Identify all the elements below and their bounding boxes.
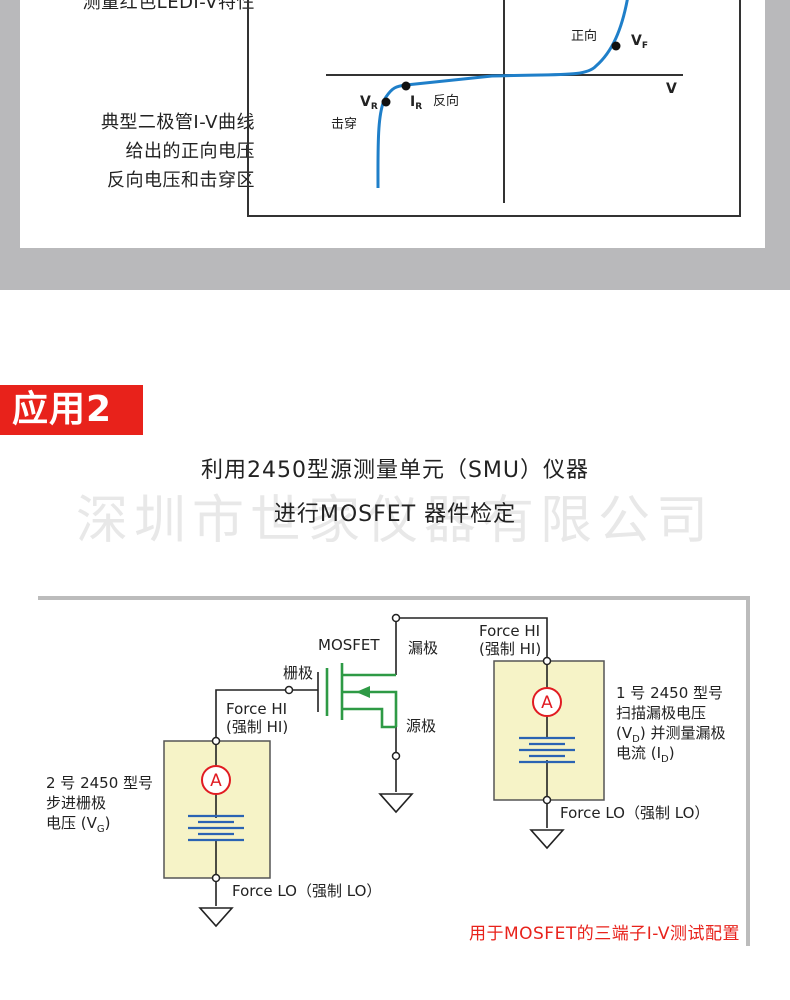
iv-diode-curve	[376, 0, 629, 189]
mosfet-arrow-icon	[356, 686, 370, 698]
left-force-hi-cn-label: (强制 HI)	[226, 718, 289, 736]
circuit-wires	[215, 617, 548, 906]
smu-2-desc-line-1: 2 号 2450 型号	[46, 774, 154, 792]
smu-1-desc-line-4: 电流 (ID)	[616, 744, 675, 765]
mosfet-test-diagram: A A	[163, 613, 605, 928]
reverse-label: 反向	[433, 93, 459, 109]
left-force-hi-label: Force HI	[226, 700, 288, 718]
smu-1-ground-icon	[529, 829, 565, 850]
smu-1-desc-line-1: 1 号 2450 型号	[616, 684, 724, 702]
iv-caption-line-1: 典型二极管I-V曲线	[100, 112, 255, 133]
smu-2-ammeter-icon	[201, 765, 231, 795]
iv-section-band: 测量红色LEDI-V特性 典型二极管I-V曲线 给出的正向电压 反向电压和击穿区…	[0, 0, 790, 290]
section-headline-line-2: 进行MOSFET 器件检定	[273, 502, 517, 527]
diagram-caption: 用于MOSFET的三端子I-V测试配置	[468, 924, 740, 944]
vr-label: VR	[360, 94, 378, 112]
smu-1-box	[493, 660, 605, 801]
smu-2-battery-icon	[188, 814, 244, 842]
smu-1-ammeter-icon	[532, 687, 562, 717]
smu-2-force-lo-label: Force LO（强制 LO）	[232, 882, 382, 900]
forward-label: 正向	[571, 28, 597, 44]
drain-label: 漏极	[408, 639, 439, 657]
iv-caption-line-3: 反向电压和击穿区	[107, 170, 255, 191]
section-headline-line-1: 利用2450型源测量单元（SMU）仪器	[200, 458, 590, 483]
right-force-hi-label: Force HI	[479, 622, 541, 640]
mosfet-label: MOSFET	[318, 636, 380, 654]
vr-point	[381, 97, 391, 107]
smu-2-ammeter-label: A	[210, 771, 222, 791]
iv-top-caption: 测量红色LEDI-V特性	[82, 0, 255, 13]
smu-2-box	[163, 740, 271, 879]
smu-1-force-lo-label: Force LO（强制 LO）	[560, 804, 710, 822]
mosfet-diagram-card: A A MOSFET 漏极 栅极 源极 Force HI (强制 HI) For…	[38, 596, 750, 946]
ir-point	[401, 81, 411, 91]
iv-plot-frame	[247, 0, 741, 217]
breakdown-label: 击穿	[331, 116, 357, 132]
source-label: 源极	[406, 717, 437, 735]
v-axis-label: V	[666, 81, 677, 97]
smu-2-desc-line-3: 电压 (VG)	[46, 814, 111, 835]
smu-2-ground-icon	[198, 907, 234, 928]
iv-caption-line-2: 给出的正向电压	[125, 141, 255, 162]
vf-label: VF	[631, 33, 648, 51]
source-ground-icon	[378, 793, 414, 814]
mosfet-symbol	[325, 663, 398, 729]
terminal-dots	[211, 613, 552, 883]
smu-2-desc-line-2: 步进栅极	[46, 794, 107, 812]
smu-1-desc-line-2: 扫描漏极电压	[616, 704, 707, 722]
vf-point	[611, 41, 621, 51]
ir-label: IR	[410, 94, 422, 112]
right-force-hi-cn-label: (强制 HI)	[479, 640, 542, 658]
smu-1-ammeter-label: A	[541, 693, 553, 713]
gate-label: 栅极	[283, 664, 314, 682]
smu-1-battery-icon	[519, 736, 575, 764]
application-2-badge: 应用2	[0, 385, 143, 435]
ground-symbols	[198, 793, 565, 928]
smu-1-desc-line-3: (VD) 并测量漏极	[616, 724, 726, 745]
iv-figure-card: 测量红色LEDI-V特性 典型二极管I-V曲线 给出的正向电压 反向电压和击穿区…	[20, 0, 765, 248]
iv-curve-diagram: 正向 VF V VR IR 反向 击穿	[247, 0, 741, 217]
